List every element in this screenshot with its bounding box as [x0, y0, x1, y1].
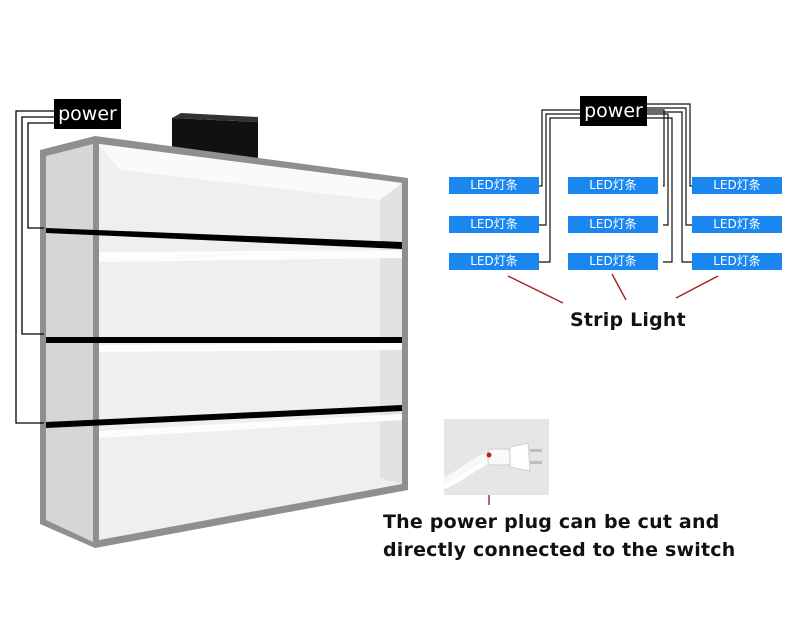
shelf-strip-2	[46, 337, 402, 343]
cabinet-power-label: power	[54, 99, 121, 129]
led-strip: LED灯条	[568, 216, 658, 233]
strip-light-pointers	[507, 273, 719, 304]
plug-note-line2: directly connected to the switch	[383, 539, 736, 561]
shelf-face-2	[99, 343, 402, 352]
power-plug-photo	[444, 419, 549, 495]
shelf-strip-3	[46, 405, 402, 428]
shelf-face-3	[99, 414, 402, 438]
led-strip: LED灯条	[568, 253, 658, 270]
led-strip: LED灯条	[568, 177, 658, 194]
cabinet-top-inner	[99, 144, 402, 200]
power-supply-box-top	[172, 113, 258, 122]
shelf-face-1	[99, 250, 402, 262]
led-wiring	[539, 103, 692, 263]
led-strip: LED灯条	[449, 216, 539, 233]
shelf-led-strips	[46, 228, 402, 438]
strip-light-label: Strip Light	[570, 309, 686, 331]
led-strip: LED灯条	[692, 216, 782, 233]
led-strip: LED灯条	[692, 253, 782, 270]
cabinet-wires	[15, 110, 56, 424]
led-strip: LED灯条	[449, 177, 539, 194]
diagram-power-label: power	[580, 96, 647, 126]
power-plug-icon	[444, 442, 542, 490]
shelf-strip-1	[46, 228, 402, 249]
led-strip: LED灯条	[449, 253, 539, 270]
led-strip: LED灯条	[692, 177, 782, 194]
cabinet-right-inner	[380, 183, 402, 484]
plug-note-line1: The power plug can be cut and	[383, 511, 720, 533]
